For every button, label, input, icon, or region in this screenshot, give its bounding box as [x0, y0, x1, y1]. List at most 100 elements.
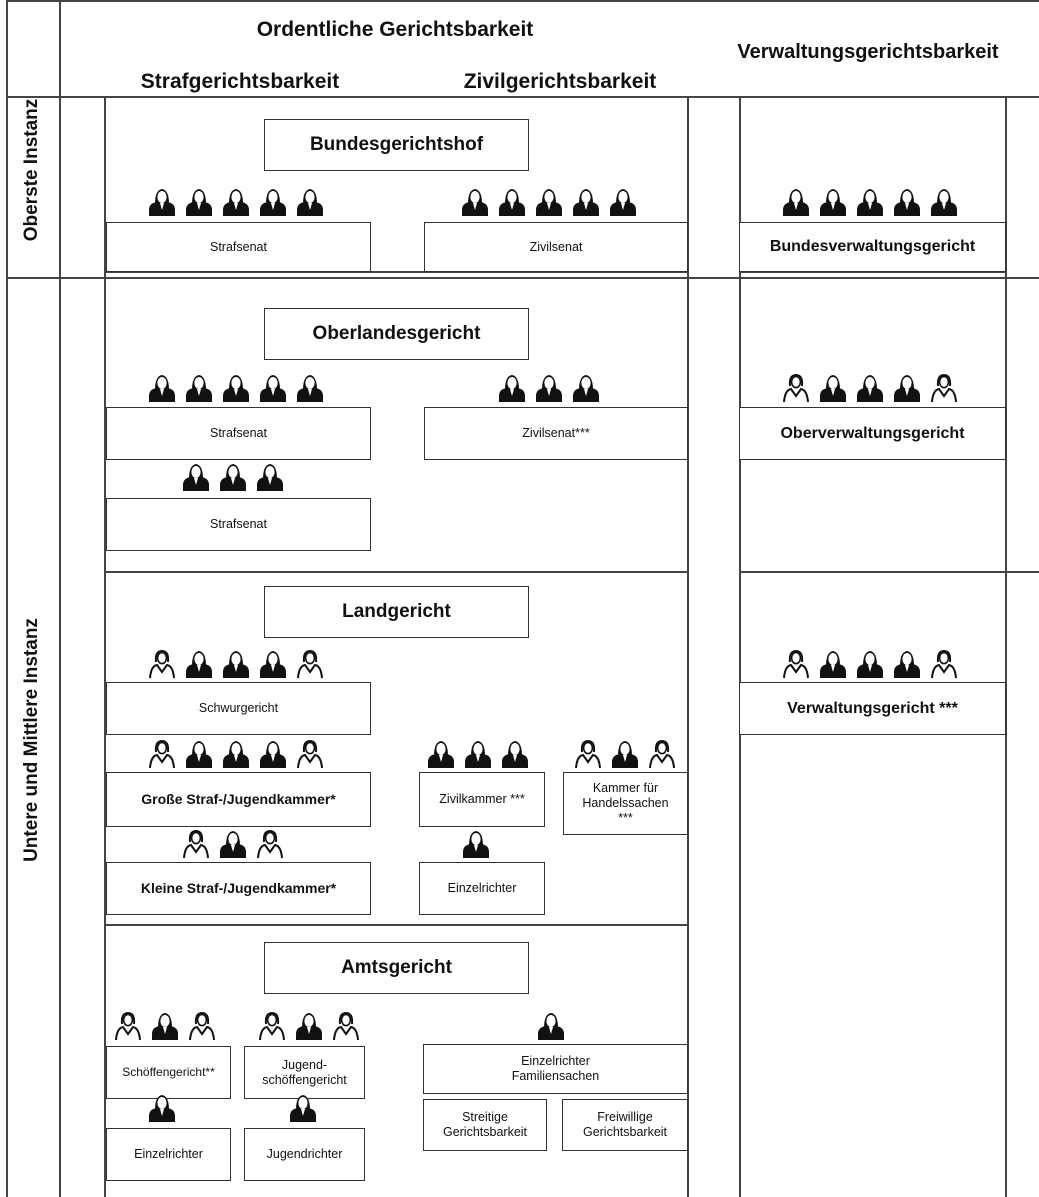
professional-judge-icon: [463, 831, 489, 858]
professional-judge-icon: [260, 375, 286, 402]
professional-judge-icon: [296, 1013, 322, 1040]
professional-judge-icon: [183, 464, 209, 491]
box-jugendschoeffengericht: Jugend- schöffengericht: [244, 1046, 365, 1099]
lay-judge-icon: [297, 649, 323, 679]
professional-judge-icon: [186, 375, 212, 402]
box-olg-zivilsenat: Zivilsenat***: [424, 407, 688, 460]
box-familiensachen: Einzelrichter Familiensachen: [423, 1044, 688, 1094]
box-bgh-zivilsenat: Zivilsenat: [424, 222, 688, 272]
court-oberlandesgericht: Oberlandesgericht: [264, 308, 529, 360]
box-bundesverwaltungsgericht: Bundesverwaltungsgericht: [739, 222, 1006, 272]
professional-judge-icon: [152, 1013, 178, 1040]
court-landgericht: Landgericht: [264, 586, 529, 638]
professional-judge-icon: [894, 651, 920, 678]
lay-judge-icon: [931, 373, 957, 403]
professional-judge-icon: [220, 464, 246, 491]
lay-judge-icon: [149, 739, 175, 769]
lay-judge-icon: [575, 739, 601, 769]
professional-judge-icon: [220, 831, 246, 858]
verw-left-line: [739, 96, 741, 1197]
professional-judge-icon: [612, 741, 638, 768]
row-label-col-line: [59, 0, 61, 1197]
professional-judge-icon: [149, 189, 175, 216]
professional-judge-icon: [257, 464, 283, 491]
row-label-untere: Untere und Mittlere Instanz: [21, 618, 42, 862]
box-kammer-handelssachen: Kammer für Handelssachen ***: [563, 772, 688, 835]
box-ag-einzelrichter: Einzelrichter: [106, 1128, 231, 1181]
box-lg-einzelrichter: Einzelrichter: [419, 862, 545, 915]
box-olg-strafsenat-2: Strafsenat: [106, 498, 371, 551]
verw-right-line: [1005, 96, 1007, 1197]
lay-judge-icon: [783, 373, 809, 403]
lay-judge-icon: [333, 1011, 359, 1041]
box-streitige: Streitige Gerichtsbarkeit: [423, 1099, 547, 1151]
professional-judge-icon: [186, 741, 212, 768]
professional-judge-icon: [462, 189, 488, 216]
court-amtsgericht: Amtsgericht: [264, 942, 529, 994]
professional-judge-icon: [820, 189, 846, 216]
professional-judge-icon: [260, 741, 286, 768]
professional-judge-icon: [538, 1013, 564, 1040]
professional-judge-icon: [149, 375, 175, 402]
professional-judge-icon: [783, 189, 809, 216]
box-freiwillige: Freiwillige Gerichtsbarkeit: [562, 1099, 688, 1151]
box-oberverwaltungsgericht: Oberverwaltungsgericht: [739, 407, 1006, 460]
lay-judge-icon: [297, 739, 323, 769]
row-label-oberste: Oberste Instanz: [21, 98, 42, 242]
lay-judge-icon: [189, 1011, 215, 1041]
box-verwaltungsgericht: Verwaltungsgericht ***: [739, 682, 1006, 735]
row-divider: [6, 277, 1039, 279]
professional-judge-icon: [502, 741, 528, 768]
ord-left-line: [104, 96, 106, 1197]
professional-judge-icon: [573, 189, 599, 216]
lay-judge-icon: [115, 1011, 141, 1041]
professional-judge-icon: [499, 375, 525, 402]
professional-judge-icon: [573, 375, 599, 402]
header-verwaltung: Verwaltungsgerichtsbarkeit: [737, 41, 999, 63]
professional-judge-icon: [465, 741, 491, 768]
professional-judge-icon: [894, 189, 920, 216]
professional-judge-icon: [260, 651, 286, 678]
professional-judge-icon: [499, 189, 525, 216]
ovg-vg-divider: [739, 571, 1039, 573]
header-divider: [6, 96, 1039, 98]
professional-judge-icon: [297, 189, 323, 216]
professional-judge-icon: [610, 189, 636, 216]
professional-judge-icon: [186, 651, 212, 678]
lay-judge-icon: [649, 739, 675, 769]
box-kleine-kammer: Kleine Straf-/Jugendkammer*: [106, 862, 371, 915]
header-straf: Strafgerichtsbarkeit: [140, 70, 340, 93]
professional-judge-icon: [536, 375, 562, 402]
box-grosse-kammer: Große Straf-/Jugendkammer*: [106, 772, 371, 827]
box-olg-strafsenat-1: Strafsenat: [106, 407, 371, 460]
lay-judge-icon: [183, 829, 209, 859]
professional-judge-icon: [223, 651, 249, 678]
lay-judge-icon: [259, 1011, 285, 1041]
lay-judge-icon: [257, 829, 283, 859]
professional-judge-icon: [428, 741, 454, 768]
box-schwurgericht: Schwurgericht: [106, 682, 371, 735]
olg-lg-divider: [104, 571, 688, 573]
box-schoeffengericht: Schöffengericht**: [106, 1046, 231, 1099]
professional-judge-icon: [857, 189, 883, 216]
header-ordentliche: Ordentliche Gerichtsbarkeit: [256, 18, 534, 41]
lay-judge-icon: [149, 649, 175, 679]
box-bgh-strafsenat: Strafsenat: [106, 222, 371, 272]
lay-judge-icon: [783, 649, 809, 679]
professional-judge-icon: [297, 375, 323, 402]
professional-judge-icon: [186, 189, 212, 216]
top-border: [6, 0, 1039, 2]
professional-judge-icon: [894, 375, 920, 402]
professional-judge-icon: [931, 189, 957, 216]
header-zivil: Zivilgerichtsbarkeit: [463, 70, 657, 93]
ord-right-line: [687, 96, 689, 1197]
lay-judge-icon: [931, 649, 957, 679]
professional-judge-icon: [223, 375, 249, 402]
ord-bgh-bottom: [104, 271, 688, 273]
professional-judge-icon: [857, 375, 883, 402]
outer-left-line: [6, 0, 8, 1197]
professional-judge-icon: [290, 1095, 316, 1122]
professional-judge-icon: [149, 1095, 175, 1122]
professional-judge-icon: [536, 189, 562, 216]
professional-judge-icon: [260, 189, 286, 216]
